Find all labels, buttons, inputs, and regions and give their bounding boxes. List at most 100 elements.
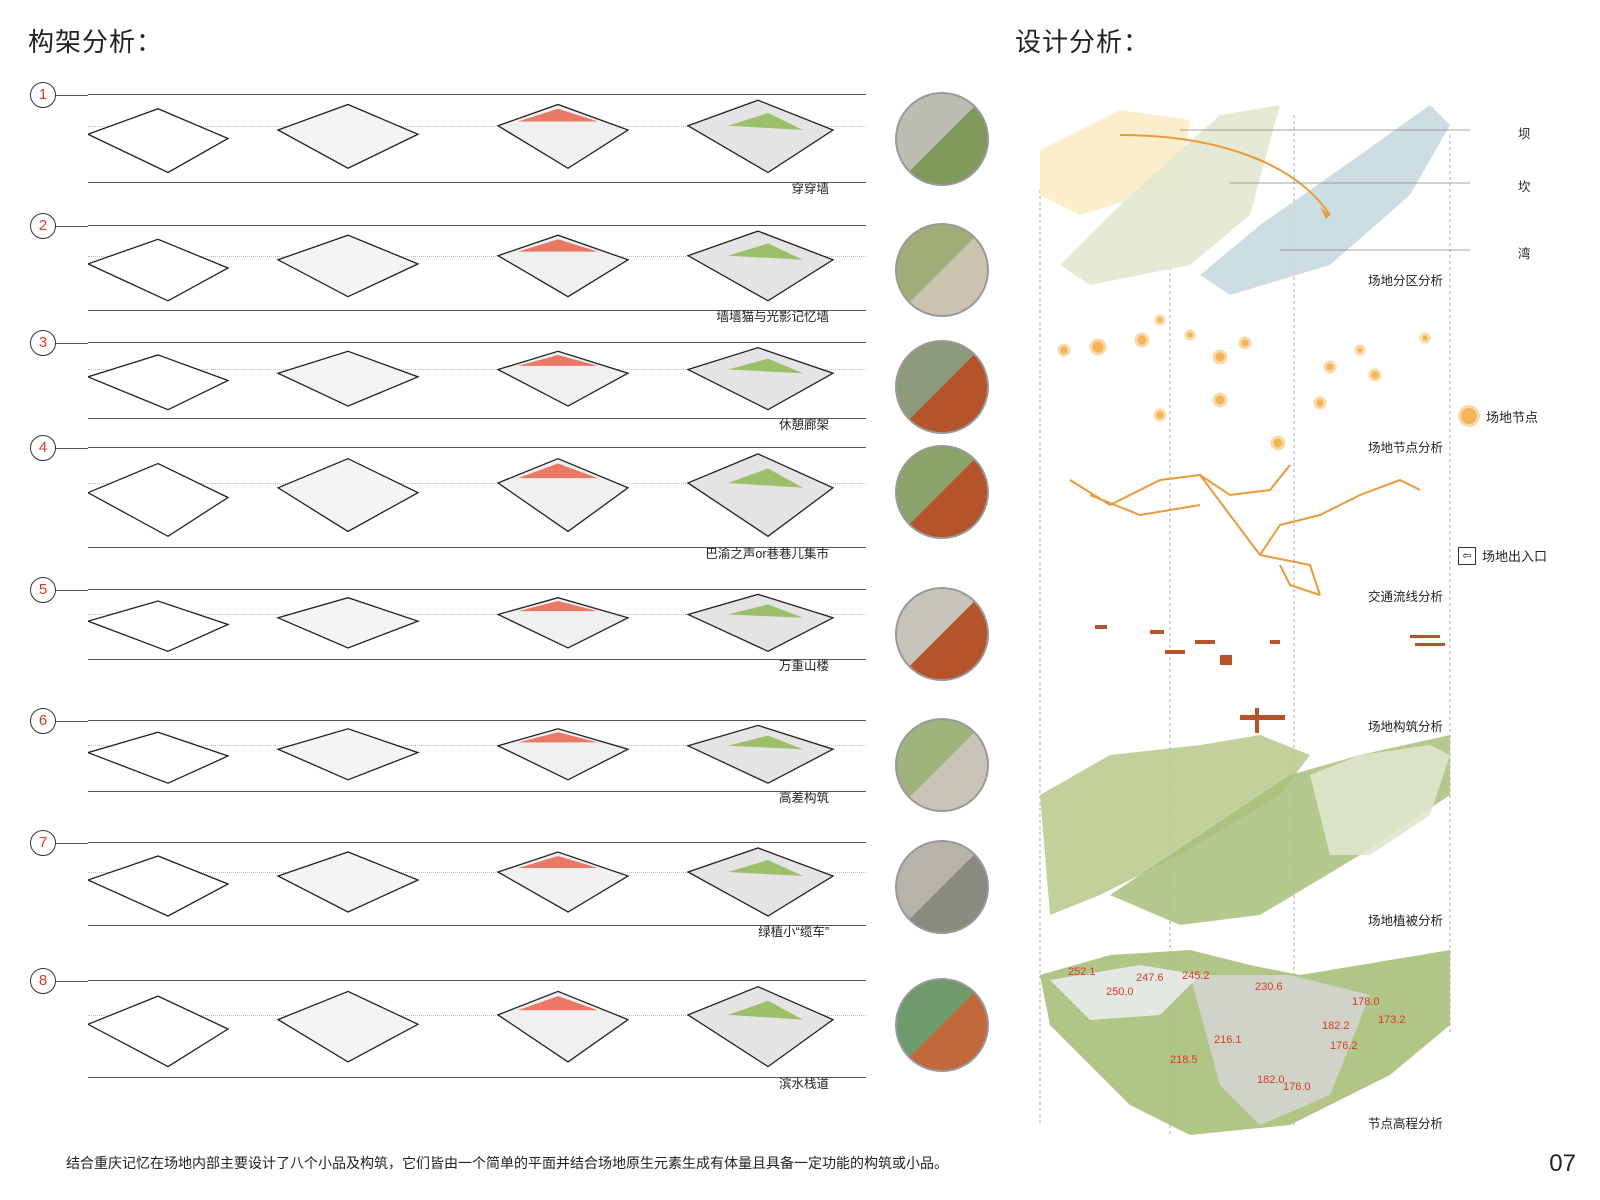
- zone-label-ba: 坝: [1518, 127, 1531, 141]
- layer-label-circulation: 交通流线分析: [1368, 590, 1444, 604]
- row-caption: 滨水栈道: [778, 1077, 829, 1091]
- nodes-layer: [1057, 314, 1431, 451]
- row-sketches: [88, 593, 835, 653]
- row-number-line: [56, 843, 88, 844]
- row-guide-line: [88, 1015, 866, 1016]
- row-number-line: [56, 343, 88, 344]
- row-number: 7: [30, 830, 56, 856]
- row-top-line: [88, 980, 866, 981]
- structure-row: 3 休憩廊架: [0, 330, 880, 433]
- entry-exit-icon: ⇦: [1458, 546, 1476, 565]
- row-number-line: [56, 95, 88, 96]
- row-thumbnail: [895, 840, 989, 934]
- elevation-label: 250.0: [1106, 986, 1134, 998]
- structure-row: 2 墙墙猫与光影记忆墙: [0, 213, 880, 325]
- row-bottom-line: [88, 791, 866, 792]
- elevation-label: 182.0: [1257, 1074, 1285, 1086]
- elevation-label: 173.2: [1378, 1014, 1406, 1026]
- row-top-line: [88, 225, 866, 226]
- row-top-line: [88, 342, 866, 343]
- row-sketches: [88, 99, 835, 174]
- legend-node: 场地节点: [1458, 405, 1538, 427]
- elevation-label: 176.2: [1330, 1040, 1358, 1052]
- row-guide-line: [88, 483, 866, 484]
- layer-label-zoning: 场地分区分析: [1368, 274, 1444, 288]
- zoning-layer: [1040, 105, 1470, 295]
- row-number-line: [56, 981, 88, 982]
- layer-label-structures: 场地构筑分析: [1368, 720, 1444, 734]
- row-number: 4: [30, 435, 56, 461]
- structure-row: 8 滨水栈道: [0, 968, 880, 1092]
- row-caption: 墙墙猫与光影记忆墙: [716, 310, 829, 324]
- row-thumbnail: [895, 587, 989, 681]
- elevation-label: 216.1: [1214, 1034, 1242, 1046]
- row-sketches: [88, 453, 835, 538]
- elevation-label: 182.2: [1322, 1020, 1350, 1032]
- row-thumbnail: [895, 978, 989, 1072]
- structure-row: 6 高差构筑: [0, 708, 880, 806]
- elevation-label: 230.6: [1255, 981, 1283, 993]
- legend-entry: ⇦ 场地出入口: [1458, 546, 1547, 565]
- row-guide-line: [88, 369, 866, 370]
- row-caption: 巴渝之声or巷巷儿集市: [705, 547, 829, 561]
- row-bottom-line: [88, 310, 866, 311]
- row-bottom-line: [88, 1077, 866, 1078]
- row-guide-line: [88, 614, 866, 615]
- elevation-label: 252.1: [1068, 966, 1096, 978]
- row-caption: 穿穿墙: [791, 182, 829, 196]
- row-top-line: [88, 720, 866, 721]
- layer-label-vegetation: 场地植被分析: [1368, 914, 1444, 928]
- structure-row: 1 穿穿墙: [0, 82, 880, 197]
- row-bottom-line: [88, 547, 866, 548]
- row-top-line: [88, 842, 866, 843]
- page-number: 07: [1549, 1150, 1576, 1177]
- row-top-line: [88, 447, 866, 448]
- elevation-label: 245.2: [1182, 970, 1210, 982]
- right-title: 设计分析：: [1015, 27, 1151, 57]
- row-top-line: [88, 589, 866, 590]
- row-sketches: [88, 724, 835, 784]
- row-guide-line: [88, 126, 866, 127]
- row-thumbnail: [895, 340, 989, 434]
- row-number: 3: [30, 330, 56, 356]
- row-thumbnail: [895, 223, 989, 317]
- row-number: 1: [30, 82, 56, 108]
- elevation-layer: [1040, 950, 1450, 1135]
- row-thumbnail: [895, 92, 989, 186]
- row-thumbnail: [895, 445, 989, 539]
- row-top-line: [88, 94, 866, 95]
- row-thumbnail: [895, 718, 989, 812]
- row-number: 5: [30, 577, 56, 603]
- row-sketches: [88, 847, 835, 917]
- row-guide-line: [88, 872, 866, 873]
- elevation-label: 218.5: [1170, 1054, 1198, 1066]
- layer-label-nodes: 场地节点分析: [1368, 441, 1444, 455]
- elevation-label: 178.0: [1352, 996, 1380, 1008]
- row-caption: 高差构筑: [778, 791, 829, 805]
- row-sketches: [88, 346, 835, 411]
- row-guide-line: [88, 256, 866, 257]
- structures-layer: [1095, 625, 1445, 733]
- row-caption: 万重山楼: [778, 659, 829, 673]
- row-bottom-line: [88, 418, 866, 419]
- row-number-line: [56, 721, 88, 722]
- footnote: 结合重庆记忆在场地内部主要设计了八个小品及构筑，它们皆由一个简单的平面并结合场地…: [66, 1155, 948, 1171]
- structure-row: 5 万重山楼: [0, 577, 880, 674]
- row-caption: 绿植小“缆车”: [758, 925, 829, 939]
- elevation-label: 176.0: [1283, 1081, 1311, 1093]
- left-title: 构架分析：: [28, 27, 164, 57]
- row-bottom-line: [88, 925, 866, 926]
- row-number-line: [56, 590, 88, 591]
- structure-row: 4 巴渝之声or巷巷儿集市: [0, 435, 880, 562]
- row-guide-line: [88, 745, 866, 746]
- elevation-label: 247.6: [1136, 972, 1164, 984]
- structure-row: 7 绿植小“缆车”: [0, 830, 880, 940]
- exploded-axonometric-diagram: [1039, 105, 1470, 1135]
- row-caption: 休憩廊架: [778, 418, 829, 432]
- node-dot-icon: [1458, 405, 1480, 427]
- zone-label-wan: 湾: [1518, 247, 1531, 261]
- zone-label-kan: 坎: [1518, 180, 1531, 194]
- legend-node-label: 场地节点: [1486, 409, 1539, 425]
- row-bottom-line: [88, 182, 866, 183]
- row-number-line: [56, 448, 88, 449]
